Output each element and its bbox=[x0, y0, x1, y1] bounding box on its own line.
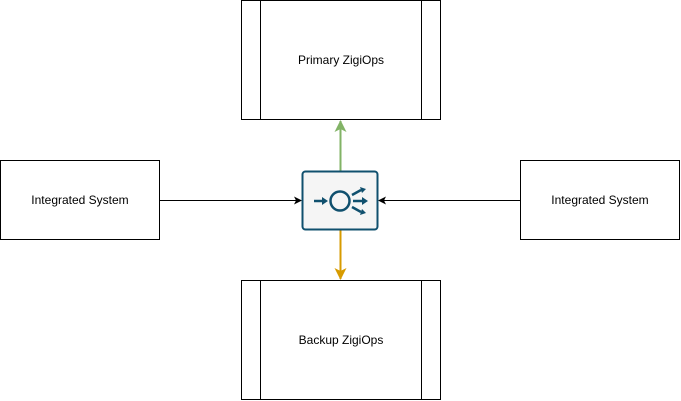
primary-zigiops-label: Primary ZigiOps bbox=[297, 53, 384, 67]
backup-zigiops-node[interactable] bbox=[241, 280, 441, 400]
right-integrated-system-node[interactable] bbox=[520, 160, 680, 240]
left-integrated-system-label: Integrated System bbox=[31, 193, 129, 207]
load-balancer-icon[interactable] bbox=[301, 170, 379, 231]
right-integrated-system-label: Integrated System bbox=[551, 193, 649, 207]
primary-zigiops-node[interactable] bbox=[241, 0, 441, 120]
backup-zigiops-label: Backup ZigiOps bbox=[298, 333, 384, 347]
left-integrated-system-node[interactable] bbox=[0, 160, 160, 240]
